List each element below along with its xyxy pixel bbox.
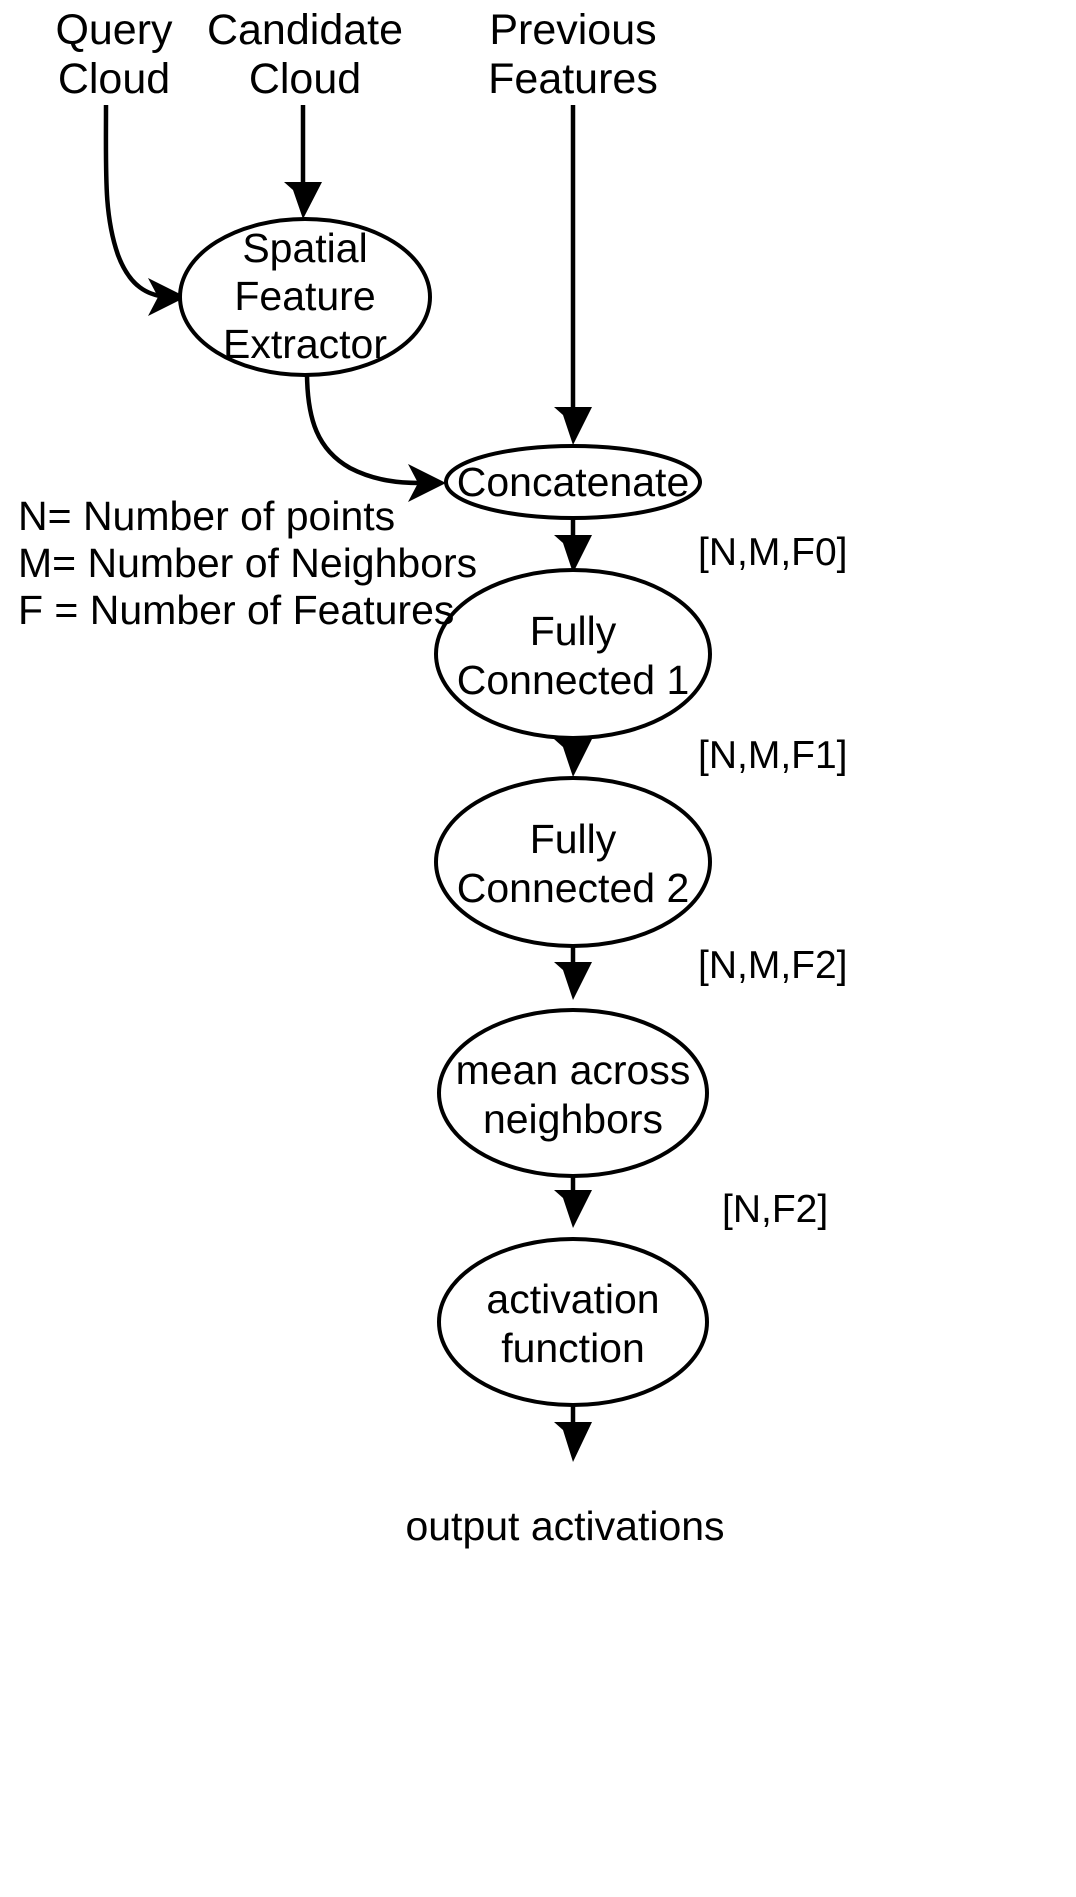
edge-candidate-cloud-to-spatial-feature-extractor — [284, 105, 322, 219]
fully-connected-2-ellipse[interactable] — [434, 776, 712, 948]
dimension-label-nmf0: [N,M,F0] — [698, 531, 848, 574]
fully-connected-1-line1: Fully — [530, 608, 617, 654]
arrow-head-icon — [554, 535, 592, 573]
previous-features-line1: Previous — [489, 6, 656, 54]
fully-connected-1-ellipse[interactable] — [434, 568, 712, 740]
spatial-feature-extractor-ellipse[interactable] — [178, 217, 432, 377]
spatial-feature-extractor-line1: Spatial — [242, 225, 367, 271]
fully-connected-1-line2: Connected 1 — [457, 657, 690, 703]
arrow-head-icon — [554, 962, 592, 1000]
legend-item-m: M= Number of Neighbors — [18, 540, 477, 586]
edge-spatial-feature-extractor-to-concatenate — [304, 371, 446, 502]
edge-previous-features-to-concatenate — [554, 105, 592, 445]
dimension-label-nmf2: [N,M,F2] — [698, 944, 848, 987]
node-activation-function[interactable]: activation function — [437, 1237, 709, 1407]
input-label-candidate-cloud: Candidate Cloud — [207, 6, 403, 103]
output-activations-label: output activations — [405, 1503, 724, 1549]
concatenate-ellipse[interactable] — [444, 444, 702, 520]
mean-across-neighbors-line1: mean across — [456, 1047, 691, 1093]
spatial-feature-extractor-line3: Extractor — [223, 321, 387, 367]
activation-function-ellipse[interactable] — [437, 1237, 709, 1407]
fully-connected-2-line1: Fully — [530, 816, 617, 862]
legend-item-n: N= Number of points — [18, 493, 395, 539]
dimension-label-nmf1: [N,M,F1] — [698, 734, 848, 777]
edge-concatenate-to-fully-connected-1 — [554, 512, 592, 573]
node-fully-connected-1[interactable]: Fully Connected 1 — [434, 568, 712, 740]
candidate-cloud-line2: Cloud — [249, 55, 361, 103]
arrow-head-icon — [554, 1422, 592, 1462]
mean-across-neighbors-ellipse[interactable] — [437, 1008, 709, 1178]
node-fully-connected-2[interactable]: Fully Connected 2 — [434, 776, 712, 948]
arrow-head-icon — [554, 1190, 592, 1228]
edge-query-cloud-to-spatial-feature-extractor — [103, 104, 186, 316]
mean-across-neighbors-line2: neighbors — [483, 1096, 663, 1142]
activation-function-line1: activation — [486, 1276, 659, 1322]
dimension-label-nf2: [N,F2] — [722, 1188, 828, 1231]
query-cloud-line1: Query — [55, 6, 173, 54]
previous-features-line2: Features — [488, 55, 658, 103]
input-label-query-cloud: Query Cloud — [55, 6, 173, 103]
arrow-head-icon — [284, 182, 322, 219]
input-label-previous-features: Previous Features — [488, 6, 658, 103]
legend-block: N= Number of points M= Number of Neighbo… — [18, 493, 477, 633]
arrow-head-icon — [554, 407, 592, 445]
legend-item-f: F = Number of Features — [18, 587, 454, 633]
candidate-cloud-line1: Candidate — [207, 6, 403, 54]
arrow-head-icon — [148, 278, 186, 316]
node-concatenate[interactable]: Concatenate — [444, 444, 702, 520]
concatenate-label: Concatenate — [457, 459, 690, 505]
activation-function-line2: function — [501, 1325, 645, 1371]
node-mean-across-neighbors[interactable]: mean across neighbors — [437, 1008, 709, 1178]
spatial-feature-extractor-line2: Feature — [234, 273, 375, 319]
fully-connected-2-line2: Connected 2 — [457, 865, 690, 911]
node-spatial-feature-extractor[interactable]: Spatial Feature Extractor — [178, 217, 432, 377]
query-cloud-line2: Cloud — [58, 55, 170, 103]
arrow-head-icon — [554, 739, 592, 777]
arrow-head-icon — [408, 464, 446, 502]
